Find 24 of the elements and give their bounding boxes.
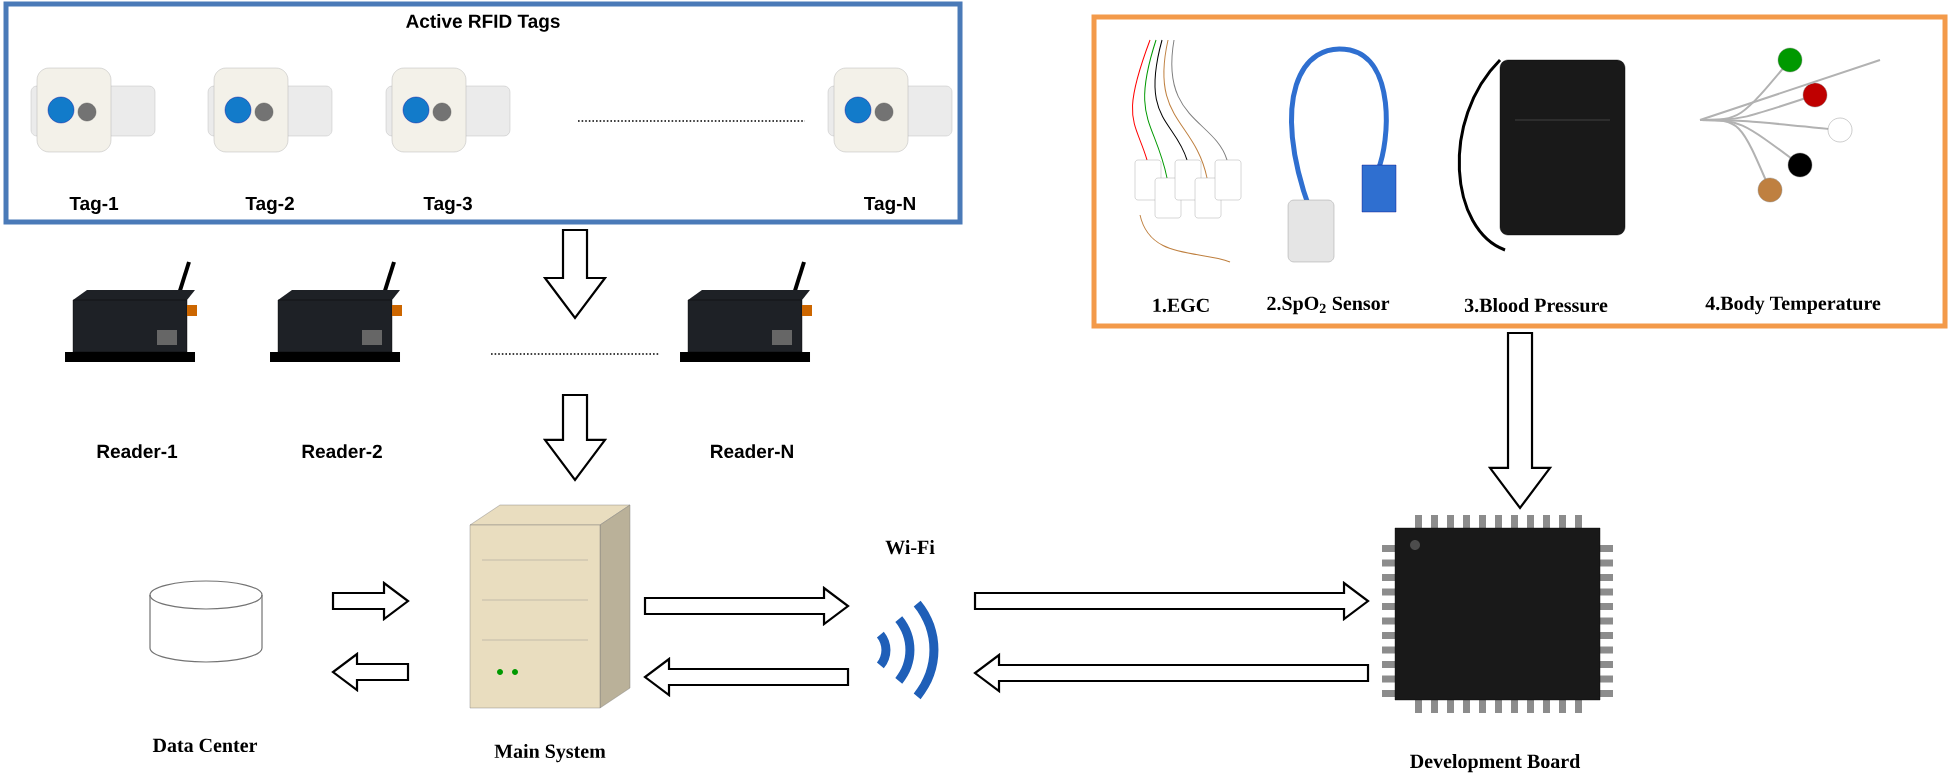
block-arrow [973, 580, 1370, 622]
sensor-label: 4.Body Temperature [1705, 295, 1881, 315]
sensor-label: 1.EGC [1153, 298, 1209, 313]
wifi-label: Wi-Fi [885, 540, 935, 555]
tag-label: Tag-N [864, 196, 915, 214]
server-label: Main System [494, 743, 606, 763]
block-arrow [643, 656, 850, 698]
sensor-label: 3.Blood Pressure [1464, 298, 1608, 313]
block-arrow [973, 652, 1370, 694]
tag-label: Tag-3 [423, 196, 472, 214]
block-arrow [331, 580, 410, 622]
block-arrow [643, 585, 850, 627]
reader-label: Reader-2 [302, 444, 382, 459]
reader-label: Reader-1 [97, 444, 178, 459]
tag-label: Tag-1 [69, 196, 119, 214]
sensor-label: 2.SpO$_{2}$ Sensor [1267, 296, 1390, 315]
reader-label: Reader-N [711, 444, 793, 459]
board-label: Development Board [1410, 754, 1581, 773]
tag-label: Tag-2 [245, 196, 294, 214]
block-arrow [542, 228, 608, 320]
block-arrow [331, 651, 410, 693]
block-arrow [542, 393, 608, 482]
block-arrow [1487, 331, 1553, 510]
database-label: Data Center [152, 738, 258, 753]
